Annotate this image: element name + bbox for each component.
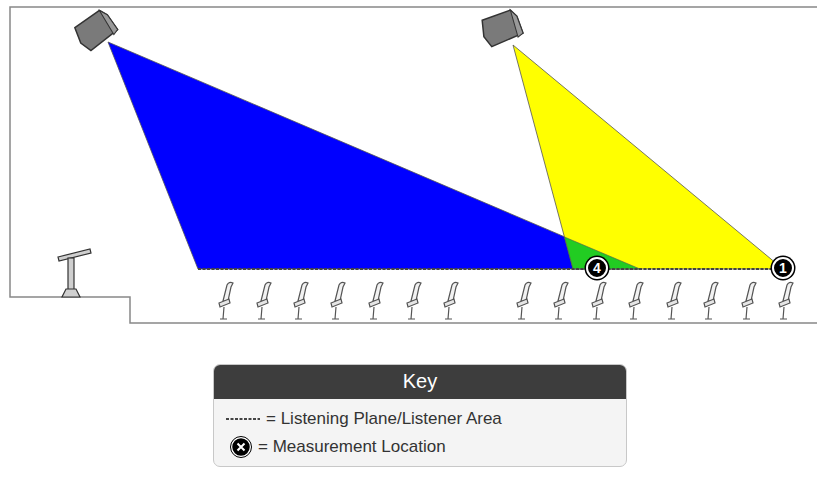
seat-icon xyxy=(219,282,233,319)
callout-number: 4 xyxy=(586,257,608,279)
seat-icon xyxy=(257,282,271,319)
seat-icon xyxy=(704,282,718,319)
callout-number: 1 xyxy=(772,257,794,279)
lectern xyxy=(58,249,91,297)
seat-icon xyxy=(517,282,531,319)
loudspeaker xyxy=(478,9,523,48)
seat-icon xyxy=(629,282,643,319)
seat-icon xyxy=(779,282,793,319)
loudspeaker xyxy=(72,8,119,53)
legend-text: = Measurement Location xyxy=(258,437,446,457)
dashed-line-sample xyxy=(224,414,262,424)
room-outline xyxy=(10,7,817,323)
measurement-symbol xyxy=(230,436,254,458)
coverage-yellow xyxy=(513,45,783,269)
legend-entry: = Listening Plane/Listener Area xyxy=(214,399,626,432)
seat-icon xyxy=(407,282,421,319)
seat-icon xyxy=(294,282,308,319)
seat-icon xyxy=(667,282,681,319)
seat-icon xyxy=(554,282,568,319)
callout-number: 4 xyxy=(593,261,601,275)
seat-icon xyxy=(369,282,383,319)
legend-entry: = Measurement Location xyxy=(214,432,626,466)
seat-icon xyxy=(444,282,458,319)
seat-icon xyxy=(331,282,345,319)
callout-number: 1 xyxy=(779,261,787,275)
seat-icon xyxy=(592,282,606,319)
seat-icon xyxy=(742,282,756,319)
legend-text: = Listening Plane/Listener Area xyxy=(266,409,502,429)
legend-heading: Key xyxy=(214,365,626,399)
listening-plane xyxy=(198,268,783,270)
legend-box: Key = Listening Plane/Listener Area = Meas… xyxy=(213,364,627,467)
